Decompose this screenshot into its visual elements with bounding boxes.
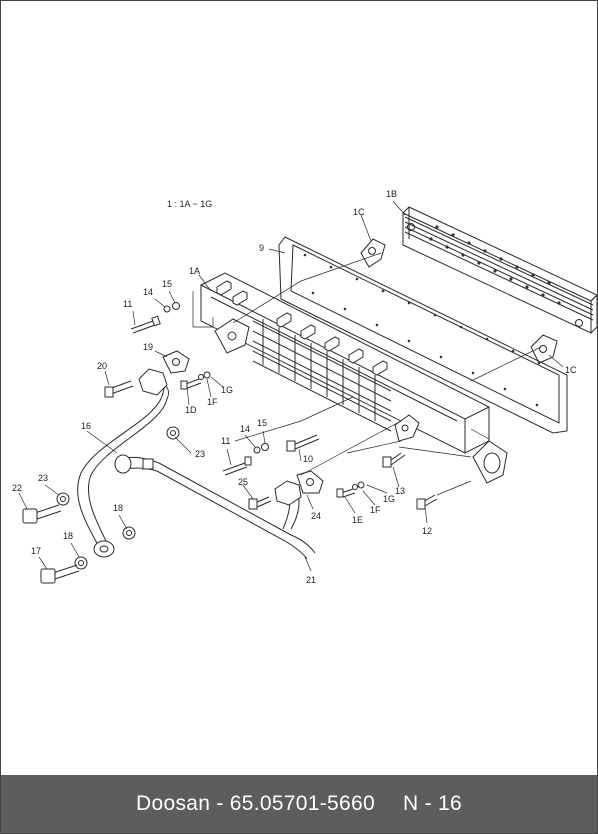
callout-15-top: 15 bbox=[162, 279, 172, 289]
callout-21: 21 bbox=[306, 575, 316, 585]
callout-12: 12 bbox=[422, 526, 432, 536]
callout-9: 9 bbox=[259, 243, 264, 253]
washer-18-top bbox=[122, 526, 136, 540]
callout-16: 16 bbox=[81, 421, 91, 431]
washer-23-left bbox=[56, 492, 70, 506]
cooler-housing bbox=[200, 272, 508, 484]
callout-1c-top: 1C bbox=[353, 207, 365, 217]
washer-18-left bbox=[74, 556, 88, 570]
callout-23-left: 23 bbox=[38, 473, 48, 483]
exploded-parts-diagram: 1 : 1A ~ 1G 1B 1C 9 1A 15 14 11 19 20 1C… bbox=[12, 189, 597, 585]
callout-13: 13 bbox=[395, 486, 405, 496]
callout-18-left: 18 bbox=[63, 531, 73, 541]
callout-1e: 1E bbox=[352, 515, 363, 525]
callout-10: 10 bbox=[303, 454, 313, 464]
flange-24 bbox=[296, 470, 324, 494]
callout-15-mid: 15 bbox=[257, 418, 267, 428]
callout-1g-right: 1G bbox=[383, 494, 395, 504]
callout-14-mid: 14 bbox=[240, 424, 250, 434]
bolt-25 bbox=[248, 496, 272, 510]
flange-19 bbox=[162, 350, 190, 374]
oil-pipe-21 bbox=[114, 454, 316, 560]
callout-17: 17 bbox=[31, 546, 41, 556]
bolt-11-top bbox=[130, 315, 161, 334]
washer-15-top bbox=[172, 302, 180, 310]
callout-25: 25 bbox=[238, 477, 248, 487]
callout-23-right: 23 bbox=[195, 449, 205, 459]
callout-1b: 1B bbox=[386, 189, 397, 199]
plate-1c-top bbox=[360, 238, 386, 268]
oil-cooler-core bbox=[402, 206, 597, 334]
gasket-9 bbox=[278, 236, 568, 434]
callout-20: 20 bbox=[97, 361, 107, 371]
footer-bar: Doosan - 65.05701-5660 N - 16 bbox=[1, 775, 597, 833]
bolt-1e bbox=[336, 488, 356, 498]
bolt-13 bbox=[382, 452, 406, 468]
callout-22: 22 bbox=[12, 483, 22, 493]
bolt-22 bbox=[22, 504, 62, 524]
callout-1f-right: 1F bbox=[370, 505, 381, 515]
callout-1g-left: 1G bbox=[221, 385, 233, 395]
callout-19: 19 bbox=[143, 342, 153, 352]
bolt-20 bbox=[104, 380, 134, 398]
callout-1c-right: 1C bbox=[565, 365, 577, 375]
bolt-10 bbox=[286, 434, 320, 452]
callout-18-top: 18 bbox=[113, 503, 123, 513]
callout-14-top: 14 bbox=[143, 287, 153, 297]
callout-11-mid: 11 bbox=[221, 436, 230, 446]
ratio-note: 1 : 1A ~ 1G bbox=[167, 199, 212, 209]
bolt-17 bbox=[40, 564, 80, 584]
callout-1f-left: 1F bbox=[207, 397, 218, 407]
oil-pipe-16 bbox=[77, 368, 169, 558]
callout-24: 24 bbox=[311, 511, 321, 521]
brand-part-number: Doosan - 65.05701-5660 bbox=[136, 792, 375, 815]
washer-14-top bbox=[163, 305, 171, 313]
bolt-1d bbox=[180, 378, 202, 390]
callout-11-top: 11 bbox=[123, 299, 132, 309]
washer-23-right bbox=[166, 426, 180, 440]
callout-1a: 1A bbox=[189, 266, 200, 276]
callout-1d: 1D bbox=[185, 405, 197, 415]
page-reference: N - 16 bbox=[402, 792, 462, 815]
bolt-12 bbox=[416, 494, 438, 510]
bolt-11-mid bbox=[222, 456, 252, 476]
